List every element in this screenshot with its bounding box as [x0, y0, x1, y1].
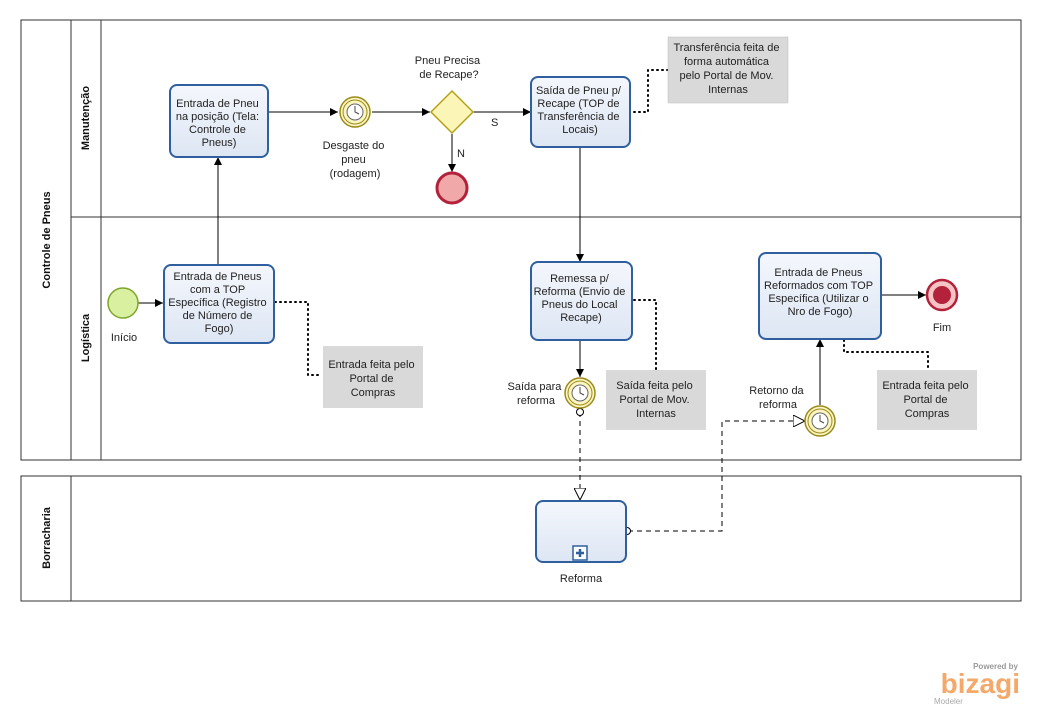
task-entrada-top[interactable]: Entrada de Pneus com a TOP Específica (R…: [163, 264, 275, 344]
svg-text:Início: Início: [111, 332, 137, 344]
pool-borracharia: Borracharia: [20, 475, 1022, 602]
sequence-flows: [138, 108, 926, 405]
pool-label-controle: Controle de Pneus: [41, 191, 53, 288]
end-event-fim[interactable]: Fim: [925, 278, 959, 334]
associations: [274, 69, 929, 376]
bizagi-logo: Powered by bizagi Modeler: [934, 662, 1020, 706]
message-flows: [580, 412, 805, 532]
svg-text:Remessa p/ Reforma (Envi: Remessa p/ Reforma (Envio de Pneus do Lo…: [534, 273, 629, 324]
svg-text:Entrada de Pneus com a T: Entrada de Pneus com a TOP Específica (R…: [168, 271, 270, 335]
start-event-inicio[interactable]: Início: [107, 287, 139, 344]
lane-label-manutencao: Manutenção: [80, 86, 92, 150]
svg-text:Retorno da reforma: Retorno da reforma: [749, 385, 807, 411]
note-entrada-compras-2: Entrada feita pelo Portal de Compras: [877, 370, 977, 430]
message-flow-from-reforma: [628, 421, 805, 532]
pool-controle-de-pneus: Controle de Pneus Manutenção Logística: [20, 19, 1022, 461]
svg-text:Reforma: Reforma: [560, 573, 603, 585]
svg-text:Fim: Fim: [933, 322, 951, 334]
svg-text:Entrada feita pelo Porta: Entrada feita pelo Portal de Compras: [328, 359, 417, 399]
svg-text:Transferência feita de f: Transferência feita de forma automática …: [673, 42, 782, 96]
message-flow-origin: [576, 408, 584, 416]
gateway-no-label: N: [457, 148, 465, 160]
svg-text:Pneu Precisa de Recape?: Pneu Precisa de Recape?: [415, 55, 484, 81]
svg-text:Entrada de Pneus Reforma: Entrada de Pneus Reformados com TOP Espe…: [764, 267, 876, 318]
timer-event-desgaste[interactable]: Desgaste do pneu (rodagem): [323, 96, 388, 180]
task-remessa[interactable]: Remessa p/ Reforma (Envio de Pneus do Lo…: [530, 261, 633, 341]
task-entrada-posicao[interactable]: Entrada de Pneu na posição (Tela: Contro…: [169, 84, 269, 158]
note-transferencia: Transferência feita de forma automática …: [667, 36, 789, 104]
pool-label-borracharia: Borracharia: [41, 506, 53, 569]
note-saida-mov: Saída feita pelo Portal de Mov. Internas: [606, 370, 706, 430]
svg-text:Saída para reforma: Saída para reforma: [508, 381, 565, 407]
note-entrada-compras-1: Entrada feita pelo Portal de Compras: [323, 346, 423, 408]
task-entrada-reformados[interactable]: Entrada de Pneus Reformados com TOP Espe…: [758, 252, 882, 340]
svg-text:Entrada feita pelo Porta: Entrada feita pelo Portal de Compras: [882, 380, 971, 420]
timer-event-retorno-reforma[interactable]: Retorno da reforma: [749, 385, 836, 437]
svg-text:Modeler: Modeler: [934, 697, 963, 706]
gateway-precisa-recape[interactable]: Pneu Precisa de Recape? S N: [415, 55, 499, 160]
gateway-yes-label: S: [491, 117, 498, 129]
svg-text:Desgaste do pneu (: Desgaste do pneu (rodagem): [323, 140, 388, 180]
end-event-no-recape[interactable]: [435, 171, 469, 205]
svg-text:Entrada de Pneu na posiç: Entrada de Pneu na posição (Tela: Contro…: [176, 98, 262, 149]
lane-label-logistica: Logística: [80, 313, 92, 362]
subprocess-reforma[interactable]: Reforma: [535, 500, 627, 585]
task-saida-recape[interactable]: Saída de Pneu p/ Recape (TOP de Transfer…: [530, 76, 631, 148]
svg-text:Saída feita pelo Portal: Saída feita pelo Portal de Mov. Internas: [616, 380, 696, 420]
svg-text:Saída de Pneu p/ Recape: Saída de Pneu p/ Recape (TOP de Transfer…: [536, 85, 624, 136]
svg-text:Powered by: Powered by: [973, 662, 1018, 671]
timer-event-saida-reforma[interactable]: Saída para reforma: [508, 377, 596, 409]
svg-text:bizagi: bizagi: [941, 668, 1020, 699]
